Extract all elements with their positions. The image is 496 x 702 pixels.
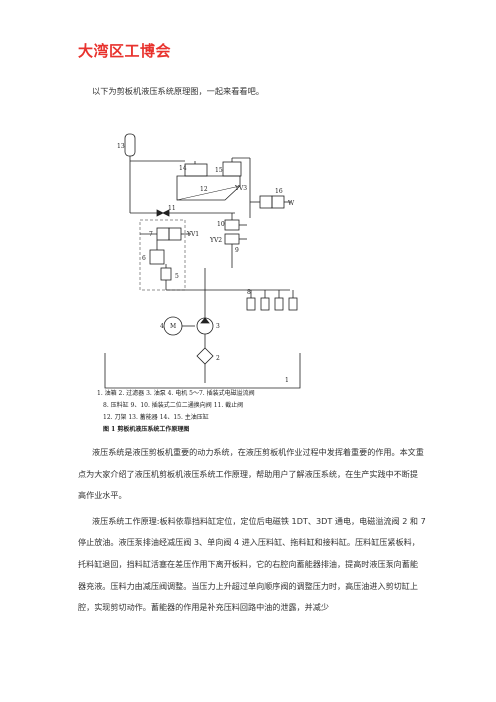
- label-yv2: YV2: [209, 237, 222, 244]
- label-10: 10: [217, 221, 225, 228]
- label-yv3: YV3: [234, 185, 247, 192]
- label-7: 7: [149, 231, 153, 238]
- label-6: 6: [142, 255, 146, 262]
- label-14: 14: [179, 165, 187, 172]
- label-11: 11: [168, 205, 176, 212]
- label-w: W: [288, 200, 295, 207]
- hydraulic-diagram-figure: 13 14 15 12 YV3 16 W 11 10 YV2 9 7 YV1 6…: [95, 128, 310, 433]
- label-9: 9: [235, 247, 239, 254]
- label-8: 8: [247, 289, 251, 296]
- paragraph-1: 液压系统是液压剪板机重要的动力系统，在液压剪板机作业过程中发挥着重要的作用。本文…: [78, 447, 424, 501]
- label-16: 16: [275, 188, 283, 195]
- figure-labels: 13 14 15 12 YV3 16 W 11 10 YV2 9 7 YV1 6…: [97, 143, 295, 433]
- label-5: 5: [175, 273, 179, 280]
- figure-caption: 图 1 剪板机液压系统工作原理图: [103, 425, 189, 433]
- tank-1: [104, 353, 301, 389]
- label-yv1: YV1: [186, 231, 199, 238]
- legend-line-3: 12. 刀架 13. 蓄能器 14、15. 主油压缸: [103, 413, 209, 421]
- intro-text: 以下为剪板机液压系统原理图，一起来看看吧。: [92, 86, 264, 96]
- blade-holder-12: [176, 175, 241, 201]
- label-2: 2: [216, 355, 220, 362]
- label-15: 15: [215, 167, 223, 174]
- legend-line-1: 1. 油箱 2. 过滤器 3. 油泵 4. 电机 5～7. 插装式电磁溢流阀: [97, 389, 255, 397]
- label-13: 13: [117, 143, 125, 150]
- label-12: 12: [200, 186, 208, 193]
- article-body: 液压系统是液压剪板机重要的动力系统，在液压剪板机作业过程中发挥着重要的作用。本文…: [78, 442, 426, 623]
- label-4: 4: [160, 323, 164, 330]
- label-3: 3: [216, 323, 220, 330]
- brand-title: 大湾区工博会: [78, 42, 172, 60]
- label-1: 1: [285, 377, 289, 384]
- legend-line-2: 8. 压料缸 9、10. 插装式二位二通换向阀 11. 截止阀: [103, 401, 243, 409]
- label-motor: M: [170, 323, 176, 330]
- paragraph-2: 液压系统工作原理:板料依靠挡料缸定位，定位后电磁铁 1DT、3DT 通电，电磁溢…: [78, 515, 426, 613]
- hydraulic-schematic: [104, 133, 301, 389]
